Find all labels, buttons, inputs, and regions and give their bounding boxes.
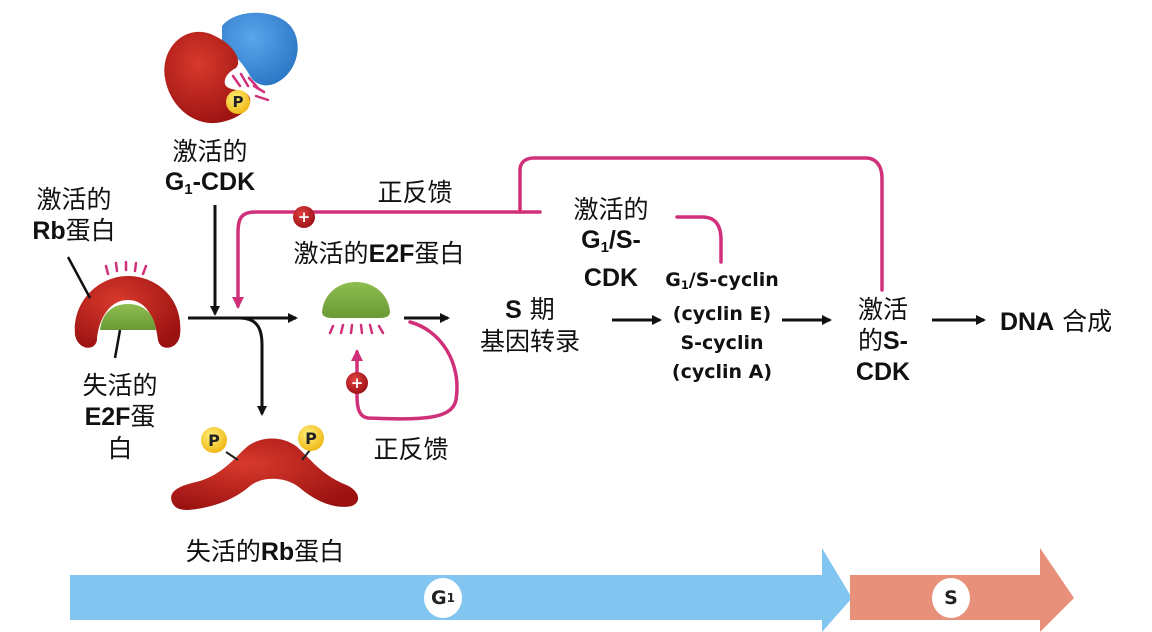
phosphate-glyph-right: P <box>305 428 317 448</box>
s-phase-badge: S <box>932 578 970 618</box>
rb-pointer-line <box>66 256 92 299</box>
label-line: 基因转录 <box>479 327 580 356</box>
cyclin-blue-subunit <box>222 12 298 86</box>
label-line: S-cyclin <box>680 331 764 354</box>
main-pathway-arrows <box>188 205 986 416</box>
dna-synthesis-label: DNA 合成 <box>1000 307 1113 336</box>
active-rb-protein-shape <box>74 276 181 348</box>
rb-activation-rays <box>104 260 148 276</box>
label-line: (cyclin A) <box>671 360 773 383</box>
e2f-activation-rays <box>328 323 385 335</box>
active-rb-label: 激活的 Rb蛋白 <box>24 184 124 247</box>
active-e2f-label: 激活的E2F蛋白 <box>293 239 465 268</box>
e2f-pointer-line <box>113 329 122 359</box>
active-g1-cdk-complex <box>164 12 298 124</box>
inactive-e2f-protein-shape <box>100 304 156 330</box>
activation-rays <box>231 72 270 102</box>
label-line: G1-CDK <box>164 168 256 198</box>
cyclin-label: G1/S-cyclin (cyclin E) S-cyclin (cyclin … <box>654 266 790 387</box>
label-line: Rb蛋白 <box>32 216 116 245</box>
rb-e2f-complex <box>66 256 181 359</box>
feedback-label-top: 正反馈 <box>377 178 453 207</box>
label-line: 的S- <box>857 326 908 355</box>
g1s-to-cyclin-link <box>675 215 723 264</box>
label-line: G1/S- <box>581 226 641 256</box>
feedback-label-bottom: 正反馈 <box>373 435 449 464</box>
active-e2f-protein <box>322 282 390 335</box>
label-line: CDK <box>855 358 911 386</box>
label-line: CDK <box>583 263 639 292</box>
label-line: S 期 <box>505 295 555 324</box>
label-line: 失活的 <box>82 371 158 400</box>
active-s-cdk-label: 激活 的S- CDK <box>838 294 928 388</box>
top-feedback-path <box>232 210 542 309</box>
g1-phase-bar <box>70 548 852 632</box>
phosphate-glyph-g1cdk: P <box>232 93 244 111</box>
g1s-cdk-feedback-link <box>518 156 884 292</box>
label-line: E2F蛋 <box>84 402 156 431</box>
phosphate-glyph-left: P <box>208 430 220 450</box>
label-line: 激活的 <box>36 185 112 214</box>
phosphate-circle-left <box>201 427 227 453</box>
label-line: (cyclin E) <box>672 302 772 325</box>
feedback-lines <box>232 156 884 421</box>
active-g1-cdk-label: 激活的 G1-CDK <box>160 136 260 205</box>
phosphate-circle-right <box>298 425 324 451</box>
label-line: 激活的 <box>573 195 649 224</box>
label-line: 激活 <box>857 295 908 324</box>
plus-icon-top: + <box>297 208 311 226</box>
inactive-rb-label: 失活的Rb蛋白 <box>185 537 345 566</box>
inactive-e2f-label: 失活的 E2F蛋 白 <box>70 370 170 464</box>
phosphate-circle <box>226 90 250 114</box>
label-line: 白 <box>107 434 133 463</box>
positive-feedback-badge-top <box>293 206 315 228</box>
s-phase-transcription-label: S 期 基因转录 <box>470 294 590 357</box>
positive-feedback-badge-loop <box>346 372 368 394</box>
plus-icon-loop: + <box>350 374 364 392</box>
label-line: G1/S-cyclin <box>665 269 779 292</box>
inactive-rb-protein <box>171 425 359 510</box>
label-line: 激活的 <box>172 137 248 166</box>
release-rb-down-arrow <box>239 316 267 416</box>
active-g1s-cdk-label: 激活的 G1/S- CDK <box>556 194 666 294</box>
e2f-self-feedback-loop <box>351 320 459 421</box>
